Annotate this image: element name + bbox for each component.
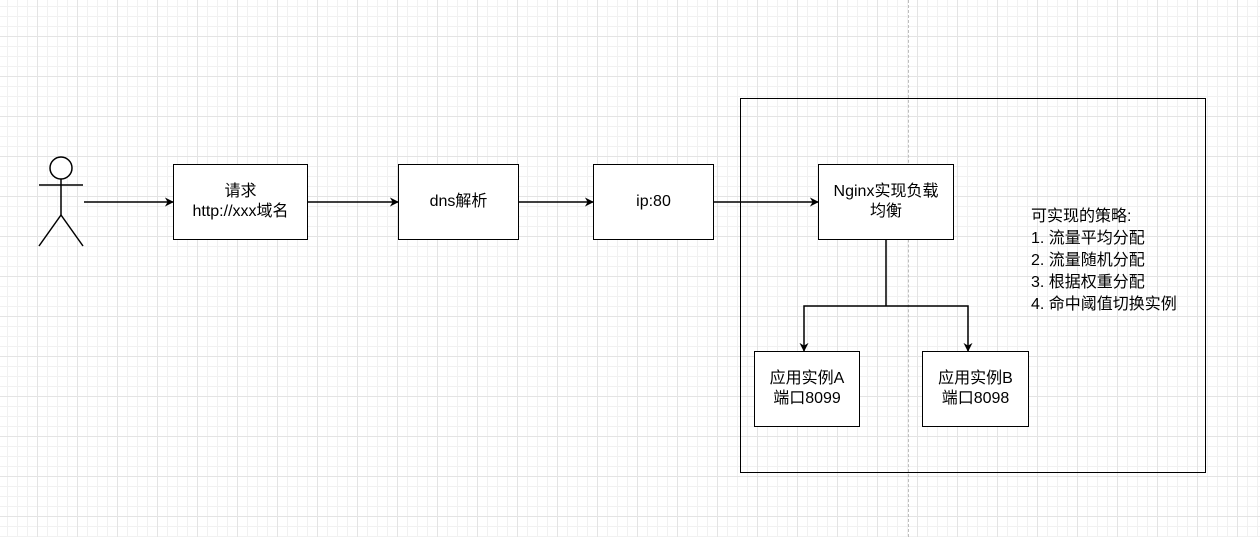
dns-node[interactable]: dns解析	[398, 164, 519, 240]
request-node[interactable]: 请求 http://xxx域名	[173, 164, 308, 240]
instance-b-node[interactable]: 应用实例B 端口8098	[922, 351, 1029, 427]
nginx-node[interactable]: Nginx实现负载 均衡	[818, 164, 954, 240]
strategy-note-item: 2. 流量随机分配	[1031, 252, 1145, 269]
strategy-note-item: 4. 命中阈值切换实例	[1031, 296, 1177, 313]
strategy-note[interactable]: 可实现的策略: 1. 流量平均分配 2. 流量随机分配 3. 根据权重分配 4.…	[1031, 206, 1177, 316]
arrow-nginx-to-instance-b[interactable]	[886, 305, 973, 352]
nginx-group-container[interactable]	[740, 98, 1206, 473]
instance-a-node[interactable]: 应用实例A 端口8099	[754, 351, 860, 427]
user-actor-icon[interactable]	[38, 156, 84, 247]
page-break-line	[908, 0, 909, 537]
ip-node[interactable]: ip:80	[593, 164, 714, 240]
strategy-note-item: 1. 流量平均分配	[1031, 230, 1145, 247]
strategy-note-title: 可实现的策略:	[1031, 208, 1132, 225]
strategy-note-item: 3. 根据权重分配	[1031, 274, 1145, 291]
arrow-nginx-to-instance-a[interactable]	[799, 305, 886, 352]
